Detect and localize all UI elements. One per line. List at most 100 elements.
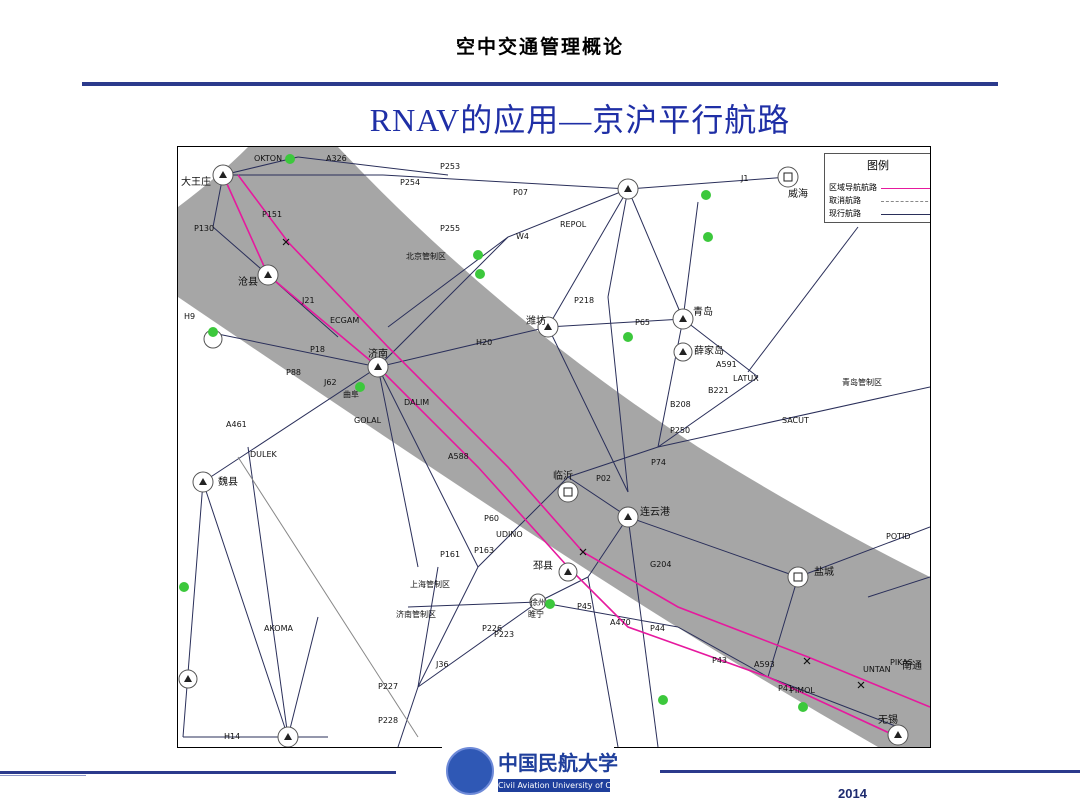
vor-icon xyxy=(212,164,234,186)
cancelled-route xyxy=(237,456,419,738)
waypoint-cross-icon xyxy=(579,548,587,556)
city-label: 薛家岛 xyxy=(694,344,724,357)
green-point-icon xyxy=(545,599,555,609)
city-label: 沧县 xyxy=(238,275,258,288)
airway-label: H9 xyxy=(184,312,195,321)
green-point-icon xyxy=(208,327,218,337)
fix-label: DULEK xyxy=(250,450,278,459)
map-legend: 图例 区域导航航路 取消航路 现行航路 xyxy=(824,153,930,223)
airway-label: A591 xyxy=(716,360,737,369)
waypoint-cross-icon xyxy=(803,657,811,665)
airway-label: A470 xyxy=(610,618,631,627)
header-divider xyxy=(82,82,998,86)
fix-label: LATUX xyxy=(733,374,759,383)
city-label: 大王庄 xyxy=(181,175,211,188)
fix-label: PIMOL xyxy=(790,686,815,695)
sector-label: 上海管制区 xyxy=(410,579,450,589)
fix-label: P02 xyxy=(596,474,611,483)
logo-chinese-name: 中国民航大学 xyxy=(498,751,618,775)
fix-label: POTID xyxy=(886,532,911,541)
fix-label: GOLAL xyxy=(354,416,382,425)
green-point-icon xyxy=(285,154,295,164)
city-label: 曲阜 xyxy=(343,389,359,399)
airway-label: A326 xyxy=(326,154,347,163)
vor-icon xyxy=(787,566,809,588)
fix-label: P223 xyxy=(494,630,514,639)
green-point-icon xyxy=(473,250,483,260)
legend-item-label: 现行航路 xyxy=(829,209,861,218)
city-label: 青岛 xyxy=(693,305,713,318)
parallel-route-corridor xyxy=(178,147,930,747)
vor-icon xyxy=(672,308,694,330)
city-label: 南通 xyxy=(902,659,922,672)
legend-swatch-rnav xyxy=(881,188,930,189)
logo-english-name: Civil Aviation University of China xyxy=(498,779,629,792)
fix-label: P218 xyxy=(574,296,594,305)
slide-title: RNAV的应用—京沪平行航路 xyxy=(369,102,791,138)
legend-item-rnav-route: 区域导航航路 xyxy=(829,182,930,194)
legend-item-label: 区域导航航路 xyxy=(829,183,877,192)
legend-item-label: 取消航路 xyxy=(829,196,861,205)
vor-icon xyxy=(257,264,279,286)
airway-label: B208 xyxy=(670,400,691,409)
airway-label: A593 xyxy=(754,660,775,669)
fix-label: P45 xyxy=(577,602,592,611)
green-points xyxy=(179,154,808,712)
map-labels: 大王庄 沧县 济南 潍坊 青岛 薛家岛 威海 临沂 连云港 邳县 徐州 睢宁 盐… xyxy=(181,154,922,741)
rnav-routes xyxy=(222,174,930,738)
fix-label: P253 xyxy=(440,162,460,171)
vor-stations xyxy=(178,164,909,747)
footer-divider-left-thin xyxy=(0,775,86,776)
sector-label: 北京管制区 xyxy=(406,251,446,261)
vor-icon xyxy=(557,481,579,503)
fix-label: P228 xyxy=(378,716,398,725)
fix-label: P161 xyxy=(440,550,460,559)
waypoint-cross-icon xyxy=(857,681,865,689)
green-point-icon xyxy=(623,332,633,342)
vor-icon xyxy=(673,342,693,362)
legend-title: 图例 xyxy=(867,159,889,172)
fix-label: P44 xyxy=(650,624,665,633)
vor-icon xyxy=(537,316,559,338)
footer-year: 2014 xyxy=(838,786,867,801)
fix-label: P74 xyxy=(651,458,666,467)
green-point-icon xyxy=(701,190,711,200)
vor-icon xyxy=(617,178,639,200)
vor-icon xyxy=(178,669,198,689)
green-point-icon xyxy=(798,702,808,712)
footer-divider-left xyxy=(0,771,396,774)
fix-label: P18 xyxy=(310,345,325,354)
fix-label: P07 xyxy=(513,188,528,197)
legend-swatch-cancelled xyxy=(881,201,930,202)
fix-label: P65 xyxy=(635,318,650,327)
sector-label: 济南管制区 xyxy=(396,609,436,619)
legend-item-current-route: 现行航路 xyxy=(829,208,930,220)
current-airways xyxy=(182,156,930,747)
green-point-icon xyxy=(179,582,189,592)
vor-icon xyxy=(617,506,639,528)
airway-label: J1 xyxy=(740,174,748,183)
fix-label: P226 xyxy=(482,624,502,633)
fix-label: P130 xyxy=(194,224,214,233)
vor-icon xyxy=(777,166,799,188)
fix-label: P255 xyxy=(440,224,460,233)
airway-label: H20 xyxy=(476,338,492,347)
city-label: 徐州 xyxy=(530,597,546,607)
fix-label: P254 xyxy=(400,178,420,187)
fix-label: AKOMA xyxy=(264,624,293,633)
airway-label: A588 xyxy=(448,452,469,461)
fix-label: REPOL xyxy=(560,220,587,229)
vor-icon xyxy=(277,726,299,747)
vor-icon xyxy=(887,724,909,746)
fix-label: P250 xyxy=(670,426,690,435)
fix-label: PIKAS xyxy=(890,658,913,667)
vor-icon xyxy=(192,471,214,493)
legend-swatch-current xyxy=(881,214,930,215)
airway-label: W4 xyxy=(516,232,529,241)
fix-label: P43 xyxy=(712,656,727,665)
fix-label: P60 xyxy=(484,514,499,523)
fix-label: P88 xyxy=(286,368,301,377)
airway-label: J21 xyxy=(301,296,315,305)
fix-label: UDINO xyxy=(496,530,523,539)
header-title: 空中交通管理概论 xyxy=(455,36,624,58)
